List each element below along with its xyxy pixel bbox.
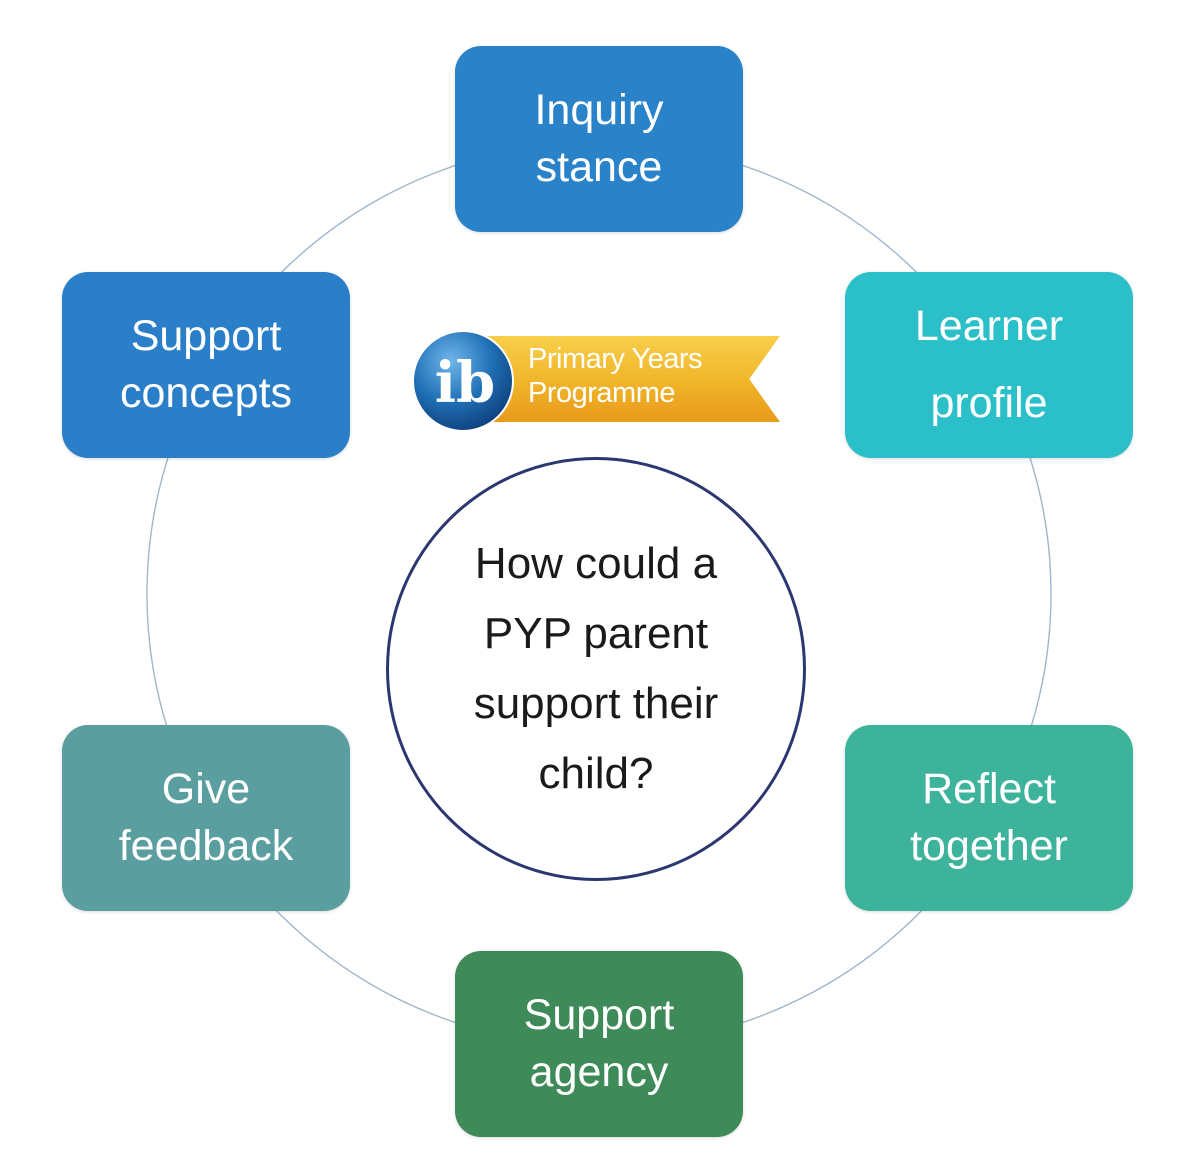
node-support-concepts: Support concepts — [62, 272, 350, 458]
logo-text-line-1: Primary Years — [528, 343, 703, 375]
central-question-line-2: PYP parent — [483, 609, 709, 658]
node-label-line-2: concepts — [119, 369, 293, 417]
node-label-line-1: Support — [130, 312, 282, 360]
node-label-line-1: Inquiry — [534, 86, 664, 134]
node-label-line-2: stance — [535, 143, 663, 191]
logo-ribbon — [472, 336, 780, 422]
node-inquiry-stance: Inquiry stance — [455, 46, 743, 232]
logo-text-line-2: Programme — [528, 377, 676, 409]
node-label-line-1: Learner — [914, 302, 1064, 350]
node-label-line-2: feedback — [118, 822, 294, 870]
node-learner-profile: Learner profile — [845, 272, 1133, 458]
central-question-line-3: support their — [473, 679, 719, 728]
ib-pyp-logo: Primary Years Programme ib — [410, 328, 780, 436]
node-label-line-1: Reflect — [922, 765, 1056, 813]
node-reflect-together: Reflect together — [845, 725, 1133, 911]
logo-text: Primary Years Programme — [528, 342, 703, 410]
node-label-line-2: agency — [529, 1048, 669, 1096]
logo-mark: ib — [435, 350, 495, 416]
node-give-feedback: Give feedback — [62, 725, 350, 911]
node-label-line-2: profile — [930, 379, 1048, 427]
node-support-agency: Support agency — [455, 951, 743, 1137]
central-question-line-1: How could a — [474, 539, 718, 588]
node-label-line-1: Give — [161, 765, 251, 813]
central-question-line-4: child? — [538, 749, 654, 798]
central-question: How could a PYP parent support their chi… — [386, 457, 806, 881]
node-label-line-2: together — [910, 822, 1068, 870]
ib-globe-icon: ib — [412, 330, 514, 432]
node-label-line-1: Support — [523, 991, 675, 1039]
